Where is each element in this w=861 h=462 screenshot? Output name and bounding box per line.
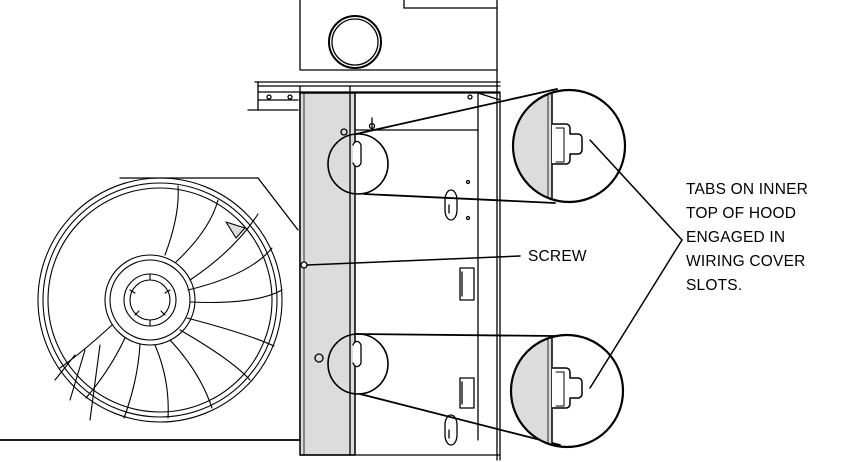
blower-wheel (37, 177, 299, 423)
tabs-label-line-1: TABS ON INNER (686, 181, 809, 198)
magnified-detail-lower (509, 333, 625, 449)
tabs-label-line-2: TOP OF HOOD (686, 205, 797, 222)
tabs-label-line-5: SLOTS. (686, 277, 743, 294)
tabs-leader-lines (589, 139, 683, 389)
screw-leader-line (306, 255, 521, 266)
right-side-panel (444, 69, 501, 461)
magnified-detail-upper (511, 88, 627, 204)
tabs-label-line-3: ENGAGED IN (686, 229, 786, 246)
upper-housing (299, 0, 498, 71)
tabs-callout-label: TABS ON INNER TOP OF HOOD ENGAGED IN WIR… (686, 178, 808, 298)
base-floor (0, 439, 501, 456)
screw (300, 261, 308, 269)
round-vent-opening (328, 15, 382, 69)
top-frame (247, 81, 501, 111)
screw-hole-top (340, 128, 348, 136)
wiring-cover (299, 92, 362, 456)
screw-hole-lower (314, 353, 324, 363)
tabs-label-line-4: WIRING COVER (686, 253, 806, 270)
screw-label: SCREW (528, 248, 587, 265)
magnifier-leaders (355, 88, 561, 446)
